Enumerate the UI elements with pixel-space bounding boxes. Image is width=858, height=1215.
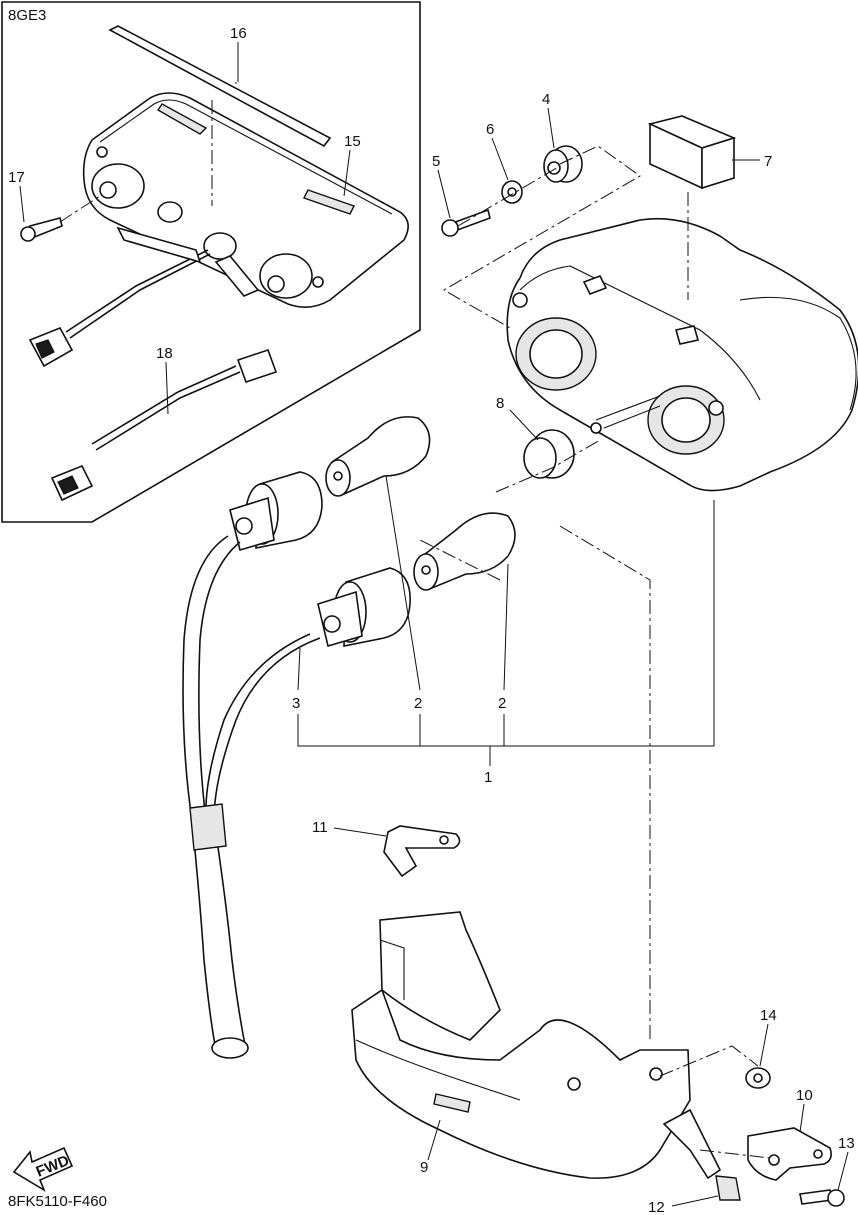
callout-8: 8	[496, 395, 504, 412]
callout-16: 16	[230, 25, 247, 42]
grommet-8	[523, 429, 575, 479]
wiring-harness-18	[65, 249, 211, 339]
bracket-11	[383, 825, 461, 878]
forward-arrow-icon: FWD	[12, 1146, 74, 1192]
bracket-10	[747, 1127, 832, 1181]
callout-5: 5	[432, 153, 440, 170]
callout-10: 10	[796, 1087, 813, 1104]
inset-8ge3: 8GE3	[1, 1, 421, 523]
figure-code-label: 8FK5110-F460	[8, 1193, 107, 1210]
leader-lines	[19, 42, 849, 1207]
callout-11: 11	[312, 819, 328, 836]
callout-14: 14	[760, 1007, 777, 1024]
nut-14	[745, 1067, 771, 1089]
callout-12: 12	[648, 1199, 665, 1215]
screw-5	[441, 208, 491, 237]
forward-label: FWD	[34, 1152, 72, 1181]
tail-light-housing	[506, 217, 858, 492]
socket-cord-3	[182, 471, 411, 1059]
bulb-2-lower	[413, 512, 516, 591]
lower-cover-9	[351, 911, 691, 1179]
callout-7: 7	[764, 153, 772, 170]
callout-3: 3	[292, 695, 300, 712]
callout-1: 1	[484, 769, 492, 786]
bulb-2-upper	[325, 416, 431, 497]
callout-9: 9	[420, 1159, 428, 1176]
reflector-7	[647, 115, 737, 190]
callout-15: 15	[344, 133, 361, 150]
callout-18: 18	[156, 345, 173, 362]
washer-6	[501, 180, 523, 204]
lens-strip-16	[108, 25, 332, 148]
led-housing-15	[82, 92, 409, 308]
inset-code-label: 8GE3	[8, 7, 46, 24]
callout-labels: 16 15 17 18 4 6 5 7 8 3 2 2 1 11 14 10 1…	[8, 25, 855, 1215]
callout-17: 17	[8, 169, 25, 186]
callout-2-left: 2	[414, 695, 422, 712]
callout-2-right: 2	[498, 695, 506, 712]
bolt-13	[799, 1189, 845, 1207]
clip-12	[662, 1108, 741, 1201]
callout-4: 4	[542, 91, 550, 108]
grommet-4	[543, 145, 583, 183]
callout-13: 13	[838, 1135, 855, 1152]
callout-6: 6	[486, 121, 494, 138]
